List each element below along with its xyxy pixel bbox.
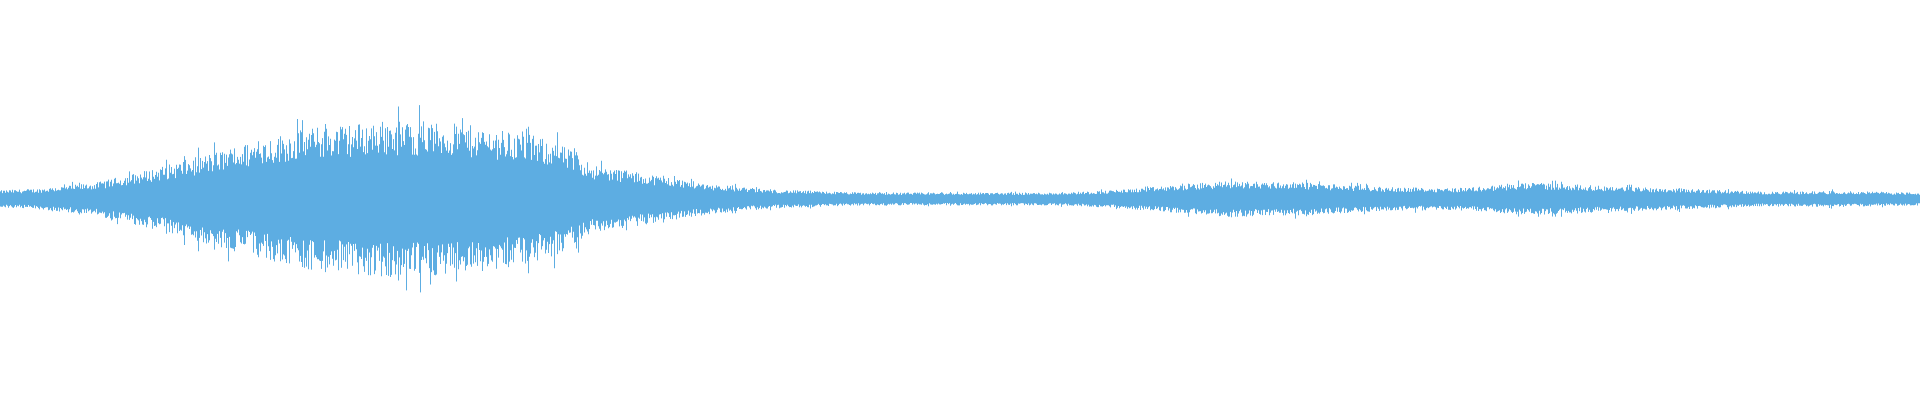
waveform-bars <box>0 105 1920 293</box>
